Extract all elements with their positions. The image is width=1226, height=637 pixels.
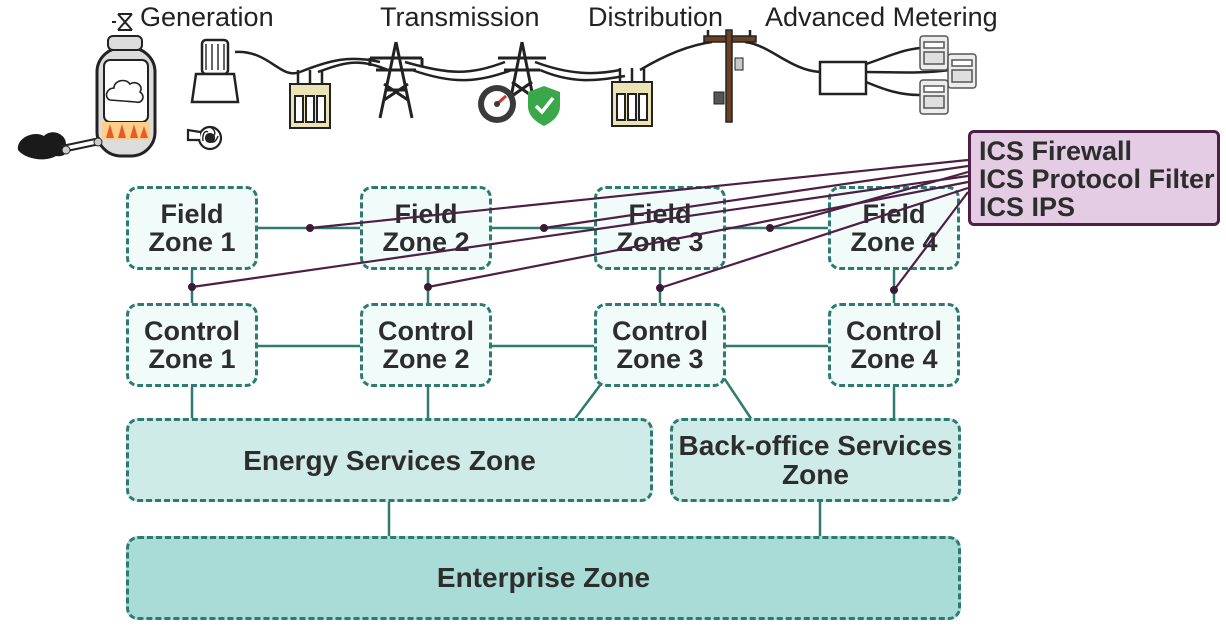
zone-label-line2: Zone 1 — [148, 344, 236, 374]
zone-label-line2: Zone 1 — [148, 227, 236, 257]
zone-label-line1: Back-office Services — [678, 430, 953, 461]
heading-generation: Generation — [140, 2, 274, 32]
zone-label-line1: Control — [144, 316, 240, 346]
valve-icon — [112, 13, 133, 31]
zone-label-line1: Field — [160, 199, 224, 229]
shield-check-icon — [528, 86, 560, 126]
ics-protocol-filter-label: ICS Protocol Filter — [979, 164, 1215, 194]
transmission-tower-icon — [498, 41, 546, 113]
zone-label-line2: Zone — [782, 459, 849, 490]
heading-transmission: Transmission — [380, 2, 540, 32]
smart-meter-icon — [947, 53, 977, 89]
zone-label-line1: Control — [378, 316, 474, 346]
energy-services-zone: Energy Services Zone — [126, 418, 653, 502]
zone-label-line2: Zone 2 — [382, 344, 470, 374]
ics-links — [191, 158, 969, 291]
enterprise-zone: Enterprise Zone — [126, 536, 961, 620]
ics-controls-box: ICS Firewall ICS Protocol Filter ICS IPS — [968, 130, 1220, 226]
ics-ips-label: ICS IPS — [979, 192, 1076, 222]
transmission-tower-icon — [368, 41, 424, 119]
gauge-icon — [478, 85, 516, 123]
zone-label: Energy Services Zone — [243, 444, 536, 476]
zone-label-line2: Zone 4 — [850, 344, 938, 374]
pump-icon — [186, 125, 223, 151]
transformer-icon — [611, 68, 653, 127]
transformer-icon — [289, 70, 331, 129]
ics-firewall-label: ICS Firewall — [979, 136, 1133, 166]
coal-pile-icon — [17, 132, 103, 160]
zone-label-line2: Zone 3 — [616, 344, 704, 374]
zone-label: Enterprise Zone — [436, 562, 651, 593]
heading-advanced-metering: Advanced Metering — [765, 2, 998, 32]
power-lines — [234, 40, 951, 97]
zone-label-line1: Control — [612, 316, 708, 346]
collector-box-icon — [818, 60, 868, 96]
ics-link-nodes — [188, 224, 898, 294]
smart-meter-icon — [919, 79, 949, 115]
smart-meter-icon — [919, 35, 949, 71]
turbine-icon — [190, 38, 240, 104]
heading-distribution: Distribution — [588, 2, 724, 32]
boiler-icon — [95, 35, 157, 158]
zone-label-line2: Zone 2 — [382, 227, 470, 257]
zone-label-line1: Control — [846, 316, 942, 346]
utility-pole-icon — [703, 29, 757, 123]
